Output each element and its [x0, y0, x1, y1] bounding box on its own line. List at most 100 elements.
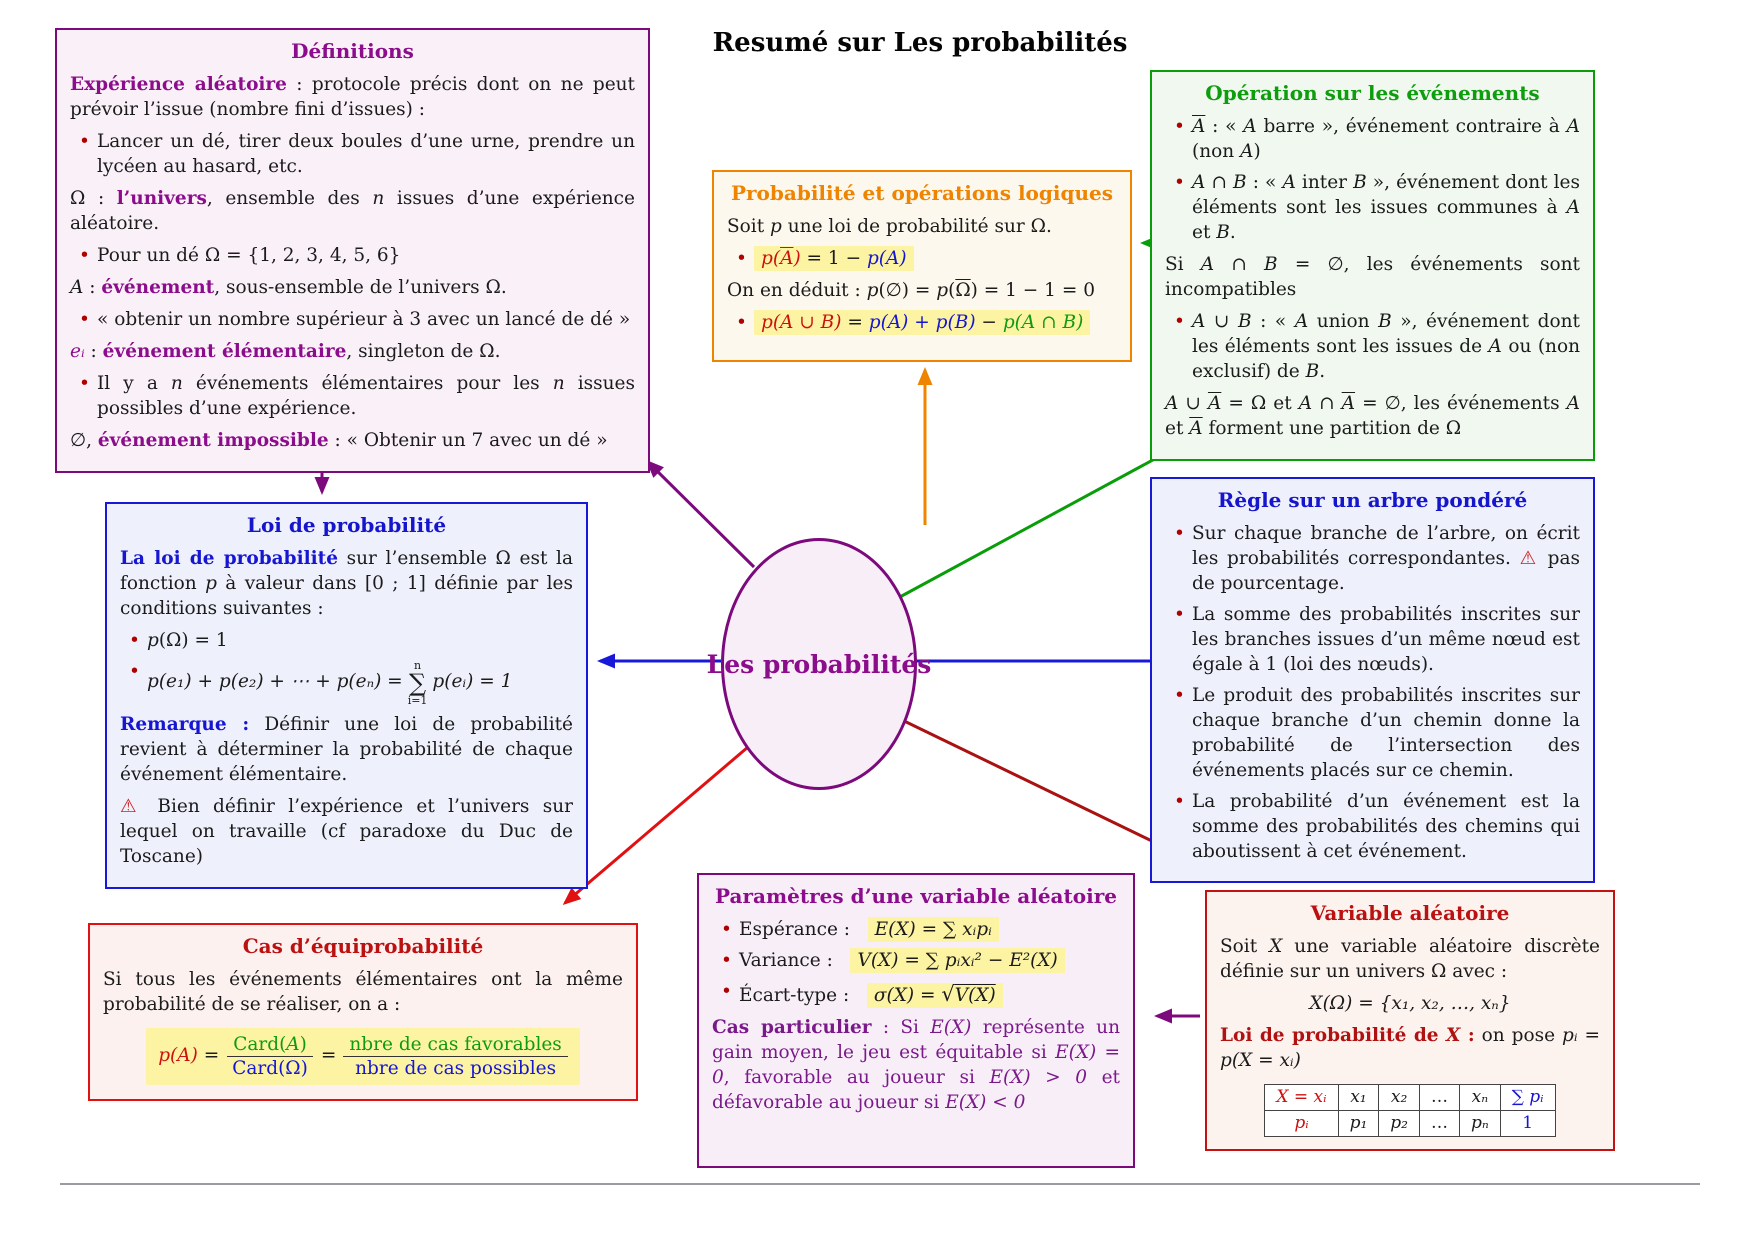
probability-law-warning: ⚠ Bien définir l’expérience et l’univers… — [120, 795, 573, 867]
random-variable-law: Loi de probabilité de X : on pose pᵢ = p… — [1220, 1024, 1600, 1071]
ecart-type-formula: σ(X) = √V(X) — [866, 981, 1003, 1008]
formula-complement: p(A) = 1 − p(A) — [754, 245, 914, 271]
weighted-tree-box: Règle sur un arbre pondéré Sur chaque br… — [1150, 477, 1595, 883]
parameters-title: Paramètres d’une variable aléatoire — [715, 884, 1117, 908]
list-item: La somme des probabilités inscrites sur … — [1165, 603, 1580, 678]
esperance-formula: E(X) = ∑ xᵢpᵢ — [867, 917, 999, 942]
list-item: A ∩ B : « A inter B », événement dont le… — [1165, 171, 1580, 246]
logic-operations-box: Probabilité et opérations logiques Soit … — [712, 170, 1132, 362]
table-cell: X = xᵢ — [1264, 1083, 1339, 1111]
list-item: Variance : V(X) = ∑ pᵢxᵢ² − E²(X) — [712, 947, 1120, 974]
table-row: pᵢ p₁ p₂ … pₙ 1 — [1264, 1109, 1556, 1137]
incompatible-note: Si A ∩ B = ∅, les événements sont incomp… — [1165, 253, 1580, 300]
logic-list-2: p(A ∪ B) = p(A) + p(B) − p(A ∩ B) — [727, 309, 1117, 336]
probability-law-box: Loi de probabilité La loi de probabilité… — [105, 502, 588, 889]
probability-law-list: p(Ω) = 1 p(e₁) + p(e₂) + ⋯ + p(eₙ) = n ∑… — [120, 629, 573, 706]
logic-list: p(A) = 1 − p(A) — [727, 245, 1117, 272]
list-item: Pour un dé Ω = {1, 2, 3, 4, 5, 6} — [70, 244, 635, 269]
variance-label: Variance : — [739, 949, 833, 971]
event-operations-list-2: A ∪ B : « A union B », événement dont le… — [1165, 310, 1580, 385]
equiprobability-formula: p(A) = Card(A) Card(Ω) = nbre de cas fav… — [146, 1027, 580, 1086]
sqrt-body: V(X) — [954, 984, 996, 1006]
list-item: p(e₁) + p(e₂) + ⋯ + p(eₙ) = n ∑ i=1 p(eᵢ… — [120, 660, 573, 706]
logic-deduction: On en déduit : p(∅) = p(Ω) = 1 − 1 = 0 — [727, 279, 1095, 301]
list-item: La probabilité d’un événement est la som… — [1165, 790, 1580, 865]
sigma-equals: σ(X) = — [873, 984, 942, 1006]
particular-case: Cas particulier : Si E(X) représente un … — [712, 1016, 1120, 1113]
parameters-box: Paramètres d’une variable aléatoire Espé… — [697, 873, 1135, 1168]
formula-union: p(A ∪ B) = p(A) + p(B) − p(A ∩ B) — [754, 309, 1091, 335]
definitions-experience: Expérience aléatoire : protocole précis … — [70, 74, 635, 120]
probability-law-intro: La loi de probabilité sur l’ensemble Ω e… — [120, 548, 573, 619]
logic-title: Probabilité et opérations logiques — [730, 181, 1113, 205]
sigma-lower-bound: i=1 — [407, 693, 428, 707]
cases-fraction: nbre de cas favorables nbre de cas possi… — [343, 1033, 568, 1080]
fraction-denominator: nbre de cas possibles — [355, 1058, 557, 1080]
probability-law-title: Loi de probabilité — [246, 513, 447, 537]
list-item: Sur chaque branche de l’arbre, on écrit … — [1165, 522, 1580, 597]
list-item: Le produit des probabilités inscrites su… — [1165, 684, 1580, 784]
formula-lead: p(A) = — [158, 1045, 220, 1067]
fraction-denominator: Card(Ω) — [232, 1058, 308, 1080]
weighted-tree-title: Règle sur un arbre pondéré — [1217, 488, 1528, 512]
definitions-list-4: Il y a n événements élémentaires pour le… — [70, 372, 635, 422]
ecart-type-label: Écart-type : — [739, 984, 850, 1006]
definitions-elementaire: eᵢ : événement élémentaire, singleton de… — [70, 340, 501, 362]
card-fraction: Card(A) Card(Ω) — [226, 1033, 314, 1080]
list-item: A ∪ B : « A union B », événement dont le… — [1165, 310, 1580, 385]
equals-sign: = — [320, 1045, 337, 1067]
definitions-univers: Ω : l’univers, ensemble des n issues d’u… — [70, 187, 635, 234]
sqrt-symbol: √ — [941, 981, 955, 1006]
sigma-symbol: ∑ — [408, 668, 427, 697]
table-cell: pᵢ — [1264, 1109, 1339, 1137]
equiprobability-title: Cas d’équiprobabilité — [242, 934, 484, 958]
table-cell: 1 — [1499, 1109, 1556, 1137]
center-node-label: Les probabilités — [706, 649, 932, 679]
random-variable-title: Variable aléatoire — [1310, 901, 1510, 925]
page-title: Resumé sur Les probabilités — [712, 28, 1128, 58]
table-cell: xₙ — [1458, 1083, 1501, 1111]
random-variable-set: X(Ω) = {x₁, x₂, …, xₙ} — [1309, 992, 1511, 1014]
parameters-list: Espérance : E(X) = ∑ xᵢpᵢ Variance : V(X… — [712, 917, 1120, 1009]
arrow-center-to-definitions — [645, 459, 756, 569]
sigma-notation: n ∑ i=1 — [408, 660, 428, 706]
list-item: Il y a n événements élémentaires pour le… — [70, 372, 635, 422]
definitions-box: Définitions Expérience aléatoire : proto… — [55, 28, 650, 473]
sigma-upper-bound: n — [414, 658, 422, 672]
list-item: Lancer un dé, tirer deux boules d’une ur… — [70, 130, 635, 180]
list-item: p(A ∪ B) = p(A) + p(B) − p(A ∩ B) — [727, 309, 1117, 336]
sum-formula-right: p(eᵢ) = 1 — [432, 671, 513, 693]
arrow-center-to-operations — [897, 440, 1189, 600]
table-row: X = xᵢ x₁ x₂ … xₙ ∑ pᵢ — [1264, 1083, 1556, 1111]
equiprobability-intro: Si tous les événements élémentaires ont … — [103, 969, 623, 1015]
distribution-table: X = xᵢ x₁ x₂ … xₙ ∑ pᵢ pᵢ p₁ p₂ … pₙ 1 — [1264, 1083, 1556, 1137]
definitions-title: Définitions — [291, 39, 414, 63]
partition-note: A ∪ A = Ω et A ∩ A = ∅, les événements A… — [1165, 392, 1580, 439]
event-operations-box: Opération sur les événements A : « A bar… — [1150, 70, 1595, 461]
definitions-list-1: Lancer un dé, tirer deux boules d’une ur… — [70, 130, 635, 180]
event-operations-title: Opération sur les événements — [1205, 81, 1540, 105]
list-item: Écart-type : σ(X) = √V(X) — [712, 980, 1120, 1009]
esperance-label: Espérance : — [739, 919, 850, 940]
random-variable-box: Variable aléatoire Soit X une variable a… — [1205, 890, 1615, 1151]
fraction-numerator: nbre de cas favorables — [343, 1033, 568, 1058]
probability-law-remark: Remarque : Définir une loi de probabilit… — [120, 713, 573, 785]
variance-formula: V(X) = ∑ pᵢxᵢ² − E²(X) — [850, 947, 1065, 973]
table-cell: … — [1418, 1083, 1460, 1111]
table-cell: p₂ — [1378, 1109, 1420, 1137]
list-item: p(A) = 1 − p(A) — [727, 245, 1117, 272]
list-item: « obtenir un nombre supérieur à 3 avec u… — [70, 308, 635, 333]
definitions-evenement: A : événement, sous-ensemble de l’univer… — [70, 276, 507, 298]
table-cell: x₂ — [1378, 1083, 1420, 1111]
table-cell: ∑ pᵢ — [1499, 1083, 1556, 1111]
random-variable-intro: Soit X une variable aléatoire discrète d… — [1220, 936, 1601, 982]
weighted-tree-list: Sur chaque branche de l’arbre, on écrit … — [1165, 522, 1580, 865]
definitions-list-2: Pour un dé Ω = {1, 2, 3, 4, 5, 6} — [70, 244, 635, 269]
definitions-impossible: ∅, événement impossible : « Obtenir un 7… — [70, 429, 608, 451]
fraction-numerator: Card(A) — [227, 1033, 313, 1058]
list-item: p(Ω) = 1 — [120, 629, 573, 654]
table-cell: p₁ — [1337, 1109, 1380, 1137]
equiprobability-box: Cas d’équiprobabilité Si tous les événem… — [88, 923, 638, 1102]
bottom-divider — [60, 1183, 1700, 1185]
